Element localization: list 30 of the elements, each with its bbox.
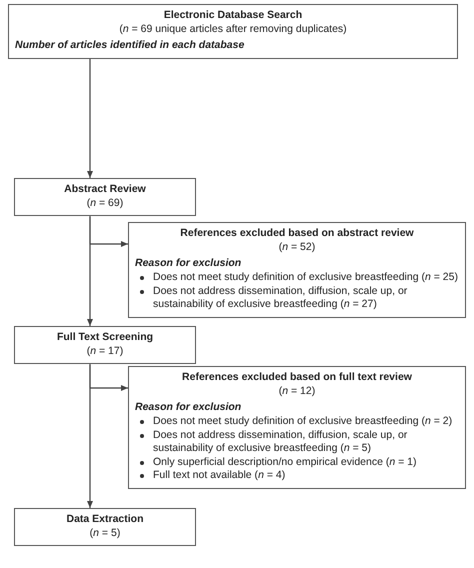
exclusion-box — [128, 366, 466, 490]
box-heading: Abstract Review — [63, 183, 147, 197]
count-text: (n = 5) — [88, 526, 122, 540]
bullet-item: Only superficial description/no empirical evidence (n = 1) — [153, 456, 417, 468]
subheading: Reason for exclusion — [135, 257, 242, 271]
bullet-item: Does not address dissemination, diffusion, scale up, or sustainability of exclusive breastfeeding (n = 27) — [153, 284, 408, 310]
arrow — [87, 216, 93, 326]
exclusion-box — [128, 222, 466, 318]
box-heading: Electronic Database Search — [162, 9, 304, 23]
process-box — [8, 4, 458, 59]
box-heading: Full Text Screening — [56, 331, 154, 345]
subheading: Number of articles identified in each database — [15, 39, 246, 53]
count-text: (n = 17) — [86, 344, 124, 358]
count-text: (n = 69 unique articles after removing duplicates) — [118, 22, 348, 36]
count-text: (n = 52) — [278, 240, 316, 254]
box-heading: References excluded based on abstract review — [179, 227, 415, 241]
count-text: (n = 12) — [278, 384, 316, 398]
bullet-item: Full text not available (n = 4) — [153, 469, 286, 482]
subheading: Reason for exclusion — [135, 401, 242, 415]
bullet-item: Does not meet study definition of exclusive breastfeeding (n = 25) — [153, 270, 458, 283]
arrow — [87, 58, 93, 178]
process-box — [14, 326, 196, 364]
process-box — [14, 178, 196, 216]
process-box — [14, 508, 196, 546]
bullet-item: Does not address dissemination, diffusion, scale up, or sustainability of exclusive breastfeeding (n = 5) — [153, 428, 408, 454]
box-heading: References excluded based on full text review — [181, 371, 413, 385]
bullet-item: Does not meet study definition of exclusive breastfeeding (n = 2) — [153, 414, 452, 427]
box-heading: Data Extraction — [65, 513, 145, 527]
count-text: (n = 69) — [86, 196, 124, 210]
arrow — [87, 364, 93, 508]
